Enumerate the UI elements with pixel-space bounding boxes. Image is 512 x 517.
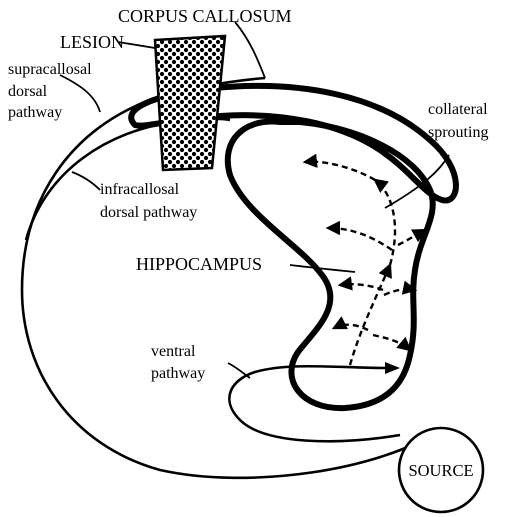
collateral-sprouting-label-line1: collateral <box>428 101 488 118</box>
collateral-sprouting-arrows <box>305 162 425 365</box>
hippocampus-label: HIPPOCAMPUS <box>136 254 262 274</box>
collateral-sprouting-label-line2: sprouting <box>428 124 488 141</box>
source-label: SOURCE <box>408 461 473 480</box>
supracallosal-label-line3: pathway <box>8 104 62 121</box>
ventral-pathway-label-line1: ventral <box>151 343 196 360</box>
supracallosal-label-line2: dorsal <box>8 83 48 100</box>
corpus-callosum-label: CORPUS CALLOSUM <box>118 6 292 26</box>
leader-supracallosal <box>60 75 100 112</box>
leader-ventral <box>228 363 250 378</box>
supracallosal-label-line1: supracallosal <box>8 61 92 78</box>
infracallosal-label-line2: dorsal pathway <box>100 204 197 221</box>
leader-infracallosal <box>72 172 100 190</box>
leader-corpus-callosum <box>235 22 265 78</box>
lesion-block <box>155 36 225 170</box>
lesion-label: LESION <box>60 32 124 52</box>
ventral-pathway-arrowhead <box>385 362 400 374</box>
infracallosal-label-line1: infracallosal <box>100 181 180 198</box>
ventral-pathway-label-line2: pathway <box>151 365 205 382</box>
